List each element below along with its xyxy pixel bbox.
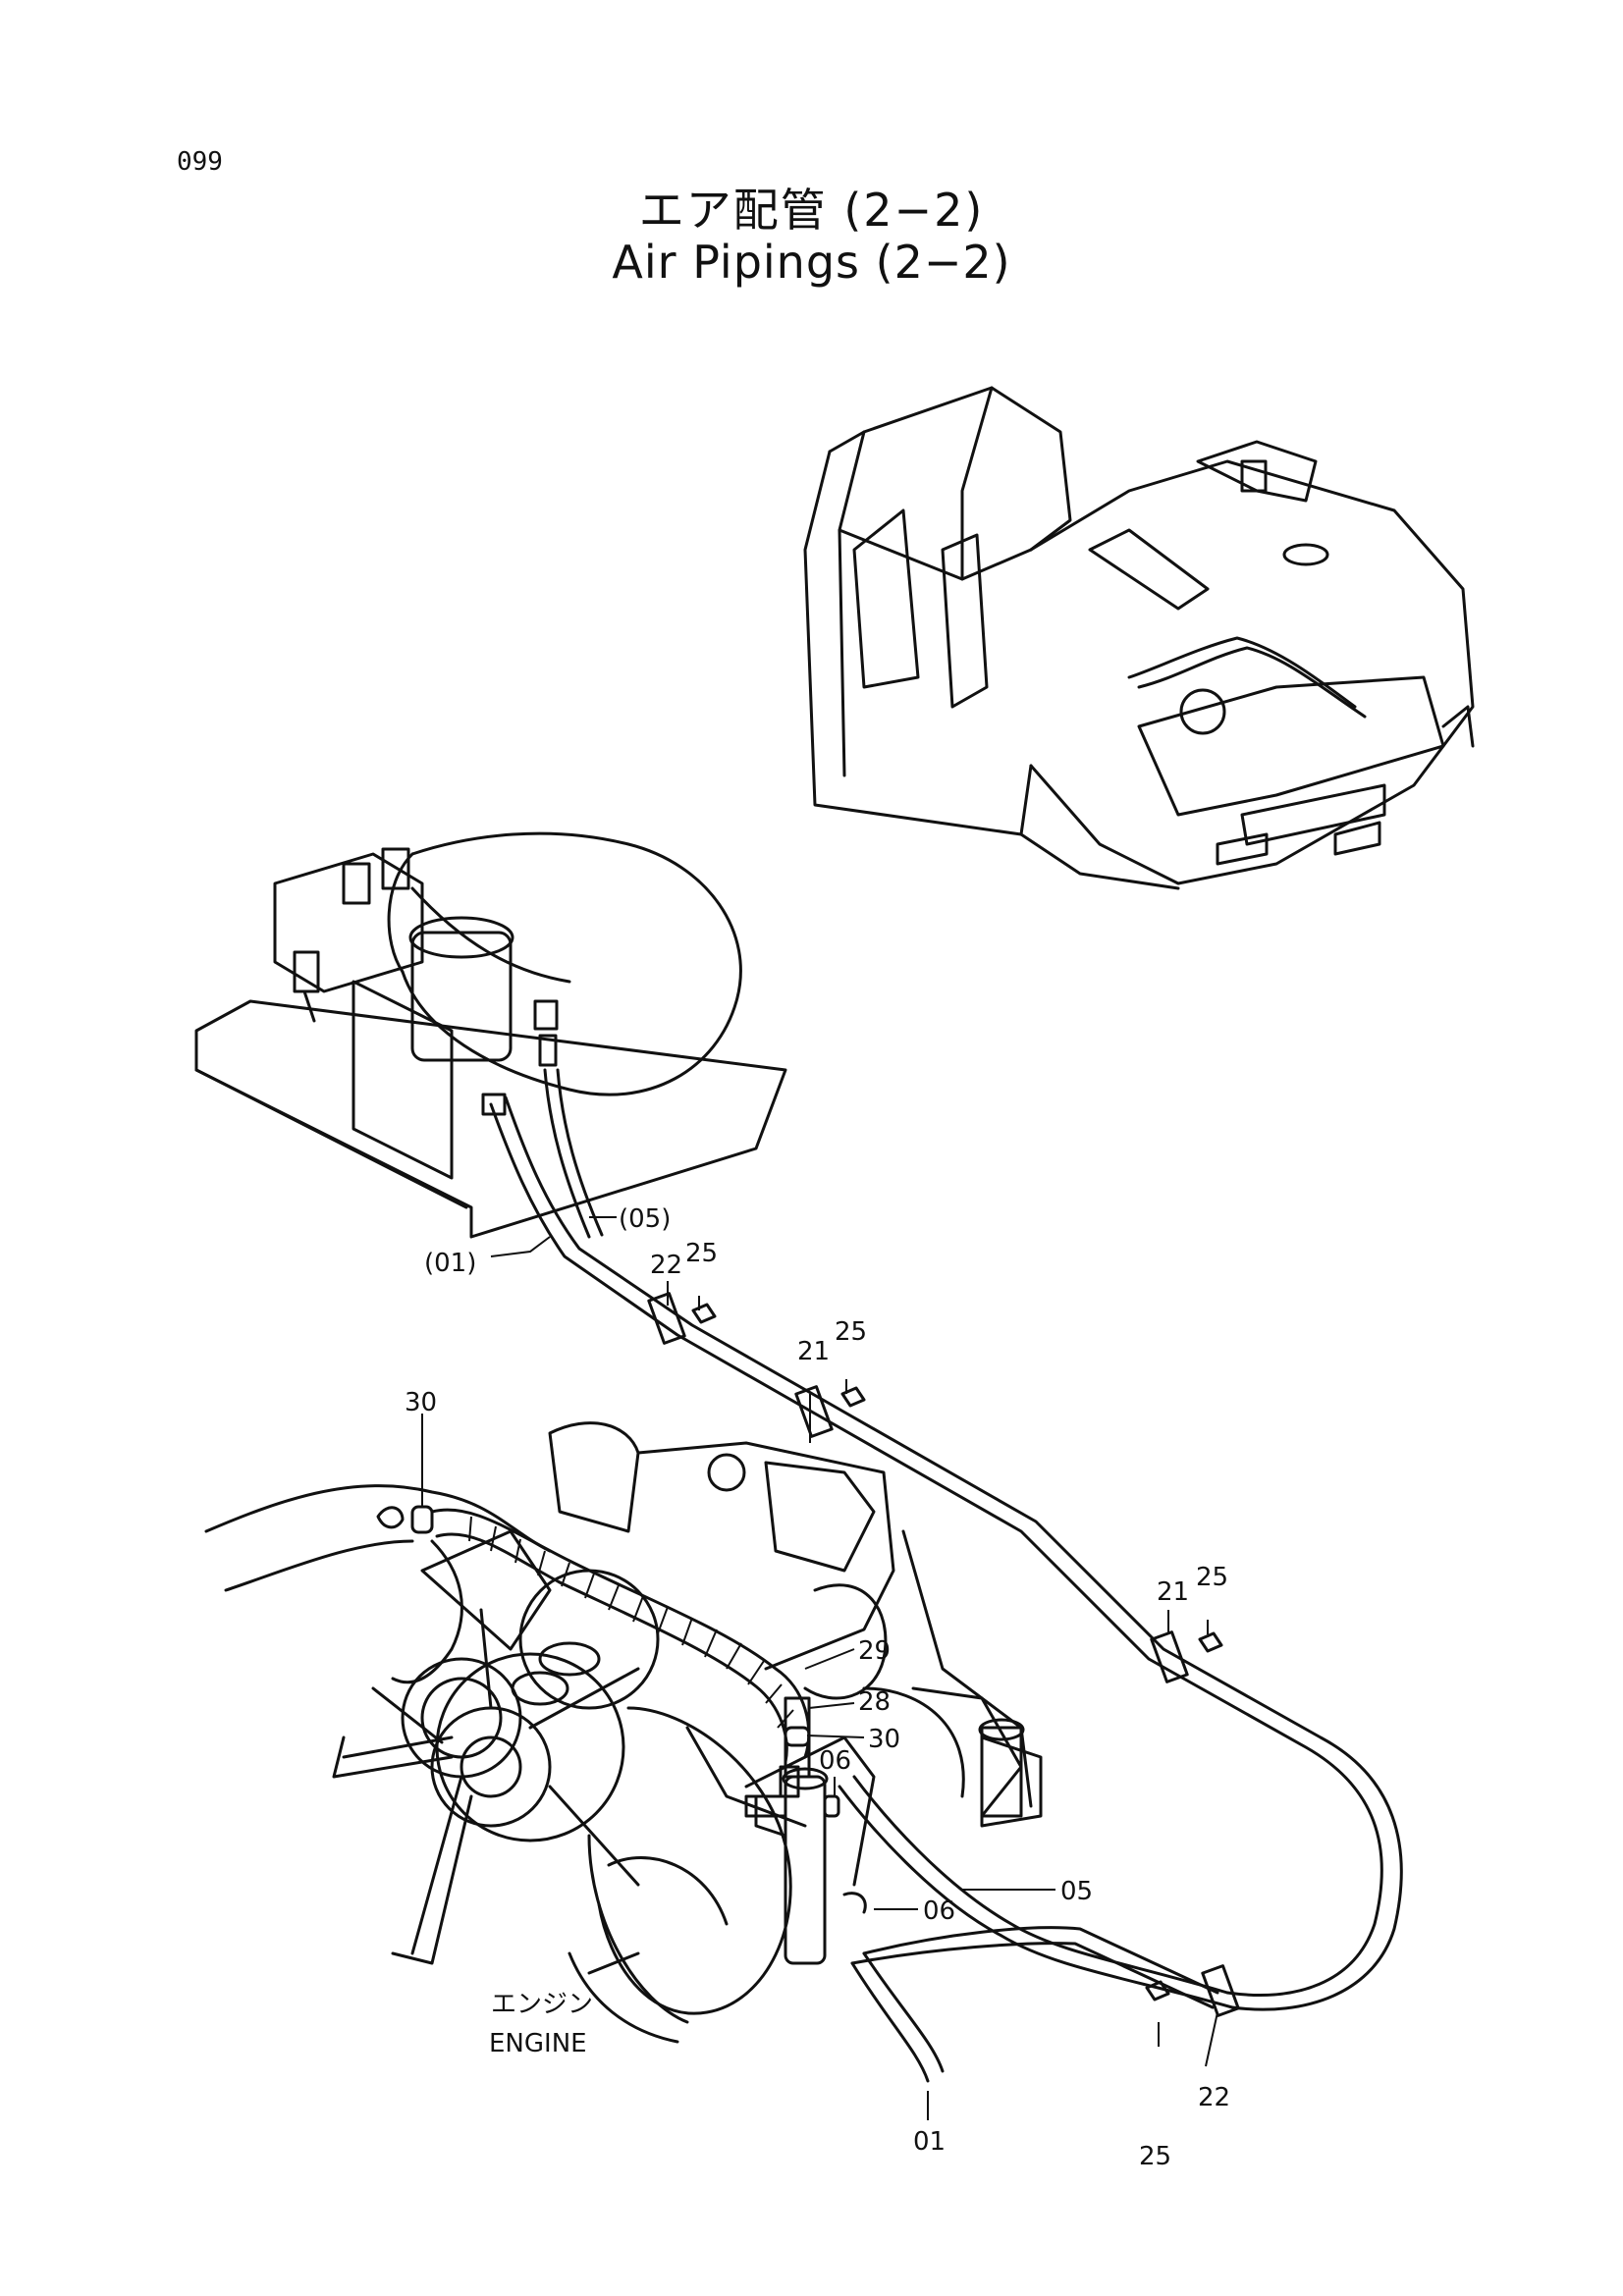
label-engine-en: ENGINE xyxy=(489,2029,587,2058)
label-ref-05: (05) xyxy=(619,1204,671,1234)
air-tank-assembly xyxy=(194,831,787,1239)
excavator-overview xyxy=(803,386,1475,890)
label-28: 28 xyxy=(858,1687,891,1717)
label-22-a: 22 xyxy=(650,1251,682,1280)
label-25-c: 25 xyxy=(1196,1563,1228,1592)
engine-drawing xyxy=(204,1421,1043,2044)
label-06-a: 06 xyxy=(819,1746,851,1776)
label-29: 29 xyxy=(858,1636,891,1666)
label-30-a: 30 xyxy=(405,1388,437,1417)
label-22-b: 22 xyxy=(1198,2083,1230,2112)
title-english: Air Pipings (2−2) xyxy=(612,236,1011,289)
part-labels: (01) (05) 22 25 21 25 21 25 30 29 28 30 … xyxy=(405,1204,1230,2171)
page-number: 099 xyxy=(177,147,223,177)
label-ref-01: (01) xyxy=(424,1249,476,1278)
label-25-a: 25 xyxy=(685,1239,718,1268)
label-05: 05 xyxy=(1060,1877,1093,1906)
label-21-b: 21 xyxy=(1157,1577,1189,1607)
leader-lines xyxy=(421,1216,1218,2120)
label-25-b: 25 xyxy=(835,1317,867,1347)
title-japanese: エア配管 (2−2) xyxy=(638,184,985,237)
air-hose-route xyxy=(489,1068,1403,2083)
label-21-a: 21 xyxy=(797,1337,830,1366)
label-25-d: 25 xyxy=(1139,2142,1171,2171)
label-01: 01 xyxy=(913,2127,946,2157)
label-30-b: 30 xyxy=(868,1725,900,1754)
label-engine-jp: エンジン xyxy=(491,1990,593,2019)
label-06-b: 06 xyxy=(923,1896,955,1926)
